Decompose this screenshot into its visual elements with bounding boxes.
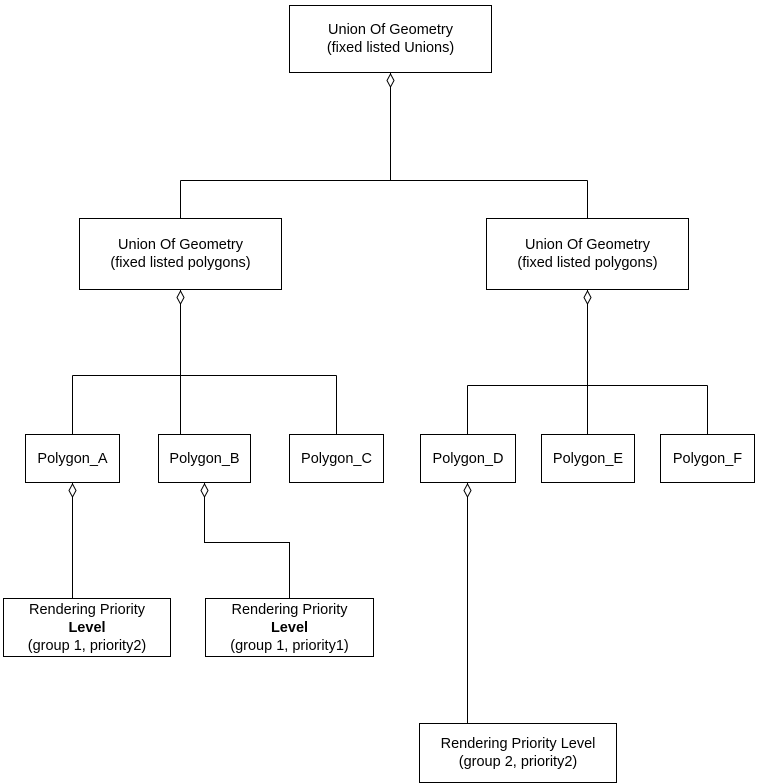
node-polygon-e[interactable]: Polygon_E xyxy=(541,434,635,483)
node-polygon-b-label: Polygon_B xyxy=(169,450,240,467)
node-priority-3-line1: Rendering Priority Level xyxy=(440,736,596,752)
node-priority-1-line3: (group 1, priority2) xyxy=(27,637,147,654)
node-priority-1-line1: Rendering Priority xyxy=(28,601,146,618)
node-polygon-a-label: Polygon_A xyxy=(37,450,108,467)
node-polygon-b[interactable]: Polygon_B xyxy=(158,434,251,483)
node-polygon-f-label: Polygon_F xyxy=(672,450,743,467)
node-rendering-priority-level-1[interactable]: Rendering Priority Level (group 1, prior… xyxy=(3,598,171,657)
node-union-right-line2: (fixed listed polygons) xyxy=(517,255,658,271)
node-polygon-c-label: Polygon_C xyxy=(301,450,372,467)
node-polygon-c[interactable]: Polygon_C xyxy=(289,434,384,483)
node-rendering-priority-level-2[interactable]: Rendering Priority Level (group 1, prior… xyxy=(205,598,374,657)
edge-polygon-b-to-priority-2 xyxy=(200,482,290,598)
node-root-line1: Union Of Geometry xyxy=(328,22,453,38)
node-rendering-priority-level-3[interactable]: Rendering Priority Level (group 2, prior… xyxy=(419,723,617,783)
node-polygon-d[interactable]: Polygon_D xyxy=(420,434,516,483)
node-union-left-line1: Union Of Geometry xyxy=(118,237,243,253)
node-polygon-d-label: Polygon_D xyxy=(432,450,504,467)
node-root-line2: (fixed listed Unions) xyxy=(326,40,455,56)
node-priority-3-line2: (group 2, priority2) xyxy=(458,754,578,770)
node-priority-1-line2: Level xyxy=(68,619,106,636)
node-priority-2-line2: Level xyxy=(270,619,309,636)
edge-root-to-unions xyxy=(180,72,588,218)
edge-polygon-d-to-priority-3 xyxy=(463,482,472,723)
node-union-of-geometry-left[interactable]: Union Of Geometry (fixed listed polygons… xyxy=(79,218,282,290)
node-union-of-geometry-root[interactable]: Union Of Geometry (fixed listed Unions) xyxy=(289,5,492,73)
node-union-left-line2: (fixed listed polygons) xyxy=(110,255,251,271)
node-priority-2-line3: (group 1, priority1) xyxy=(230,637,349,654)
node-priority-2-line1: Rendering Priority xyxy=(231,601,348,618)
node-polygon-a[interactable]: Polygon_A xyxy=(25,434,120,483)
node-union-of-geometry-right[interactable]: Union Of Geometry (fixed listed polygons… xyxy=(486,218,689,290)
edge-union-left-to-polygons xyxy=(72,289,337,434)
edge-polygon-a-to-priority-1 xyxy=(68,482,77,598)
node-union-right-line1: Union Of Geometry xyxy=(525,237,650,253)
edge-union-right-to-polygons xyxy=(467,289,708,434)
node-polygon-f[interactable]: Polygon_F xyxy=(660,434,755,483)
node-polygon-e-label: Polygon_E xyxy=(552,450,624,467)
